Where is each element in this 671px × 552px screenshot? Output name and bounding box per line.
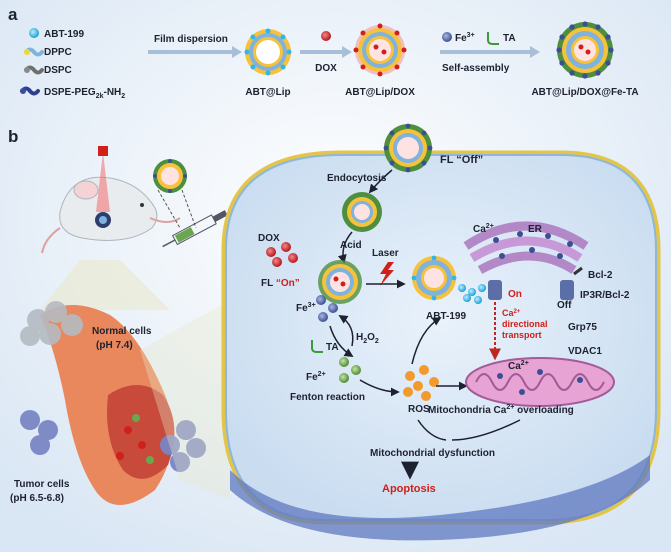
ros-icon	[403, 365, 439, 401]
acid-label: Acid	[340, 240, 362, 251]
ip3r-channel-on	[488, 280, 502, 300]
vdac1-label: VDAC1	[568, 346, 602, 357]
legend-dspe-peg: DSPE-PEG2k-NH2	[44, 87, 125, 100]
tumor-cells-label: Tumor cells	[14, 479, 70, 490]
released-abt199	[458, 284, 486, 304]
fe3-to-fe2-arrow	[329, 325, 354, 357]
panel-a-label: a	[8, 5, 18, 24]
overload-to-dysfunction-line	[451, 419, 521, 441]
mitochondrion	[465, 357, 615, 407]
ca-directional-3: transport	[502, 330, 542, 340]
dox-step-label: DOX	[315, 63, 337, 74]
laser-beam	[96, 152, 110, 212]
product-abt-lip: ABT@Lip	[245, 87, 290, 98]
er-label: ER	[528, 224, 543, 235]
mito-ca-label: Ca2+	[508, 360, 529, 372]
product-abt-lip-dox: ABT@Lip/DOX	[345, 87, 415, 98]
fe3-step-label: Fe3+	[455, 32, 475, 44]
zoom-cone	[40, 260, 170, 310]
syringe-icon	[162, 210, 228, 248]
ros-to-abt-arrow	[411, 317, 442, 365]
laser-label: Laser	[372, 248, 399, 259]
abt199-label: ABT-199	[426, 311, 466, 322]
fe3-icon	[442, 32, 452, 42]
released-dox	[266, 242, 298, 267]
blood-vessel	[20, 301, 206, 505]
dspe-peg-legend-icon	[20, 86, 40, 96]
normal-cells-label: Normal cells	[92, 326, 152, 337]
ros-label: ROS	[408, 404, 430, 415]
dox-label: DOX	[258, 233, 280, 244]
ta-step-label: TA	[503, 33, 516, 44]
ca2-er-label: Ca2+	[473, 223, 494, 235]
incoming-nanoparticle	[383, 123, 433, 173]
dspc-legend-icon	[24, 65, 44, 75]
fenton-arrow	[359, 379, 400, 397]
endoplasmic-reticulum	[463, 221, 589, 274]
arrow-film-dispersion-head	[232, 46, 242, 58]
laser-source-icon	[98, 146, 108, 156]
zoom-guide-lines	[157, 189, 197, 229]
legend: ABT-199 DPPC DSPC DSPE-PEG2k-NH2	[20, 28, 125, 100]
ta-label: TA	[326, 342, 339, 353]
bcl2-label: Bcl-2	[588, 270, 613, 281]
panel-b-label: b	[8, 127, 18, 146]
ta-icon-b	[311, 340, 323, 353]
legend-abt199: ABT-199	[44, 29, 84, 40]
dox-icon	[321, 31, 331, 41]
endocytosis-label: Endocytosis	[327, 173, 387, 184]
on-label: On	[508, 289, 522, 300]
film-dispersion-label: Film dispersion	[154, 34, 228, 45]
fl-on-label: FL “On”	[261, 278, 300, 289]
ip3r-bcl2-label: IP3R/Bcl-2	[580, 290, 630, 301]
dppc-legend-icon	[24, 47, 44, 57]
h2o2-label: H2O2	[356, 332, 379, 345]
fenton-label: Fenton reaction	[290, 392, 365, 403]
mito-overload-label: Mitochondria Ca2+ overloading	[428, 404, 574, 416]
fe2-ions	[339, 357, 361, 383]
laser-bolt-icon	[380, 262, 394, 286]
opened-liposome	[318, 260, 362, 304]
abt199-legend-icon	[29, 28, 39, 38]
mito-dysfunction-label: Mitochondrial dysfunction	[370, 448, 495, 459]
fe3-label: Fe3+	[296, 302, 316, 314]
grp75-label: Grp75	[568, 322, 597, 333]
zoom-cone-cell	[140, 300, 230, 500]
abt-lip-liposome	[244, 28, 292, 76]
abt-lip-dox-liposome	[353, 23, 407, 77]
ca-directional-2: directional	[502, 319, 548, 329]
fe2-label: Fe2+	[306, 371, 326, 383]
arrow-self-assembly-head	[530, 46, 540, 58]
legend-dspc: DSPC	[44, 65, 72, 76]
ros-to-dysfunction-line	[417, 419, 447, 441]
ip3r-channel-off	[560, 280, 574, 300]
bcl2-bound	[573, 266, 583, 276]
ta-icon	[487, 32, 499, 45]
product-abt-lip-dox-fe-ta: ABT@Lip/DOX@Fe-TA	[531, 87, 638, 98]
self-assembly-label: Self-assembly	[442, 63, 510, 74]
normal-ph-label: (pH 7.4)	[96, 340, 133, 351]
panel-a: a ABT-199 DPPC DSPC DSPE-PEG2k-NH2 Film …	[8, 5, 639, 100]
tumor-ph-label: (pH 6.5-6.8)	[10, 493, 64, 504]
fe2-to-fe3-arrow	[338, 315, 354, 347]
panel-b: b	[8, 123, 661, 541]
off-label: Off	[557, 300, 572, 311]
abt-release-liposome	[411, 255, 457, 301]
fe3-ions	[316, 295, 338, 322]
injected-nanoparticle	[153, 159, 187, 193]
apoptosis-label: Apoptosis	[382, 483, 436, 495]
ca-directional-1: Ca2+	[502, 308, 521, 318]
legend-dppc: DPPC	[44, 47, 72, 58]
fl-off-label: FL “Off”	[440, 154, 483, 166]
endocytosis-arrow	[368, 169, 393, 194]
arrow-dox-head	[342, 46, 352, 58]
endosome-nanoparticle	[342, 192, 382, 232]
abt-lip-dox-fe-ta-nanoparticle	[556, 21, 614, 79]
acid-arrow	[337, 231, 353, 264]
